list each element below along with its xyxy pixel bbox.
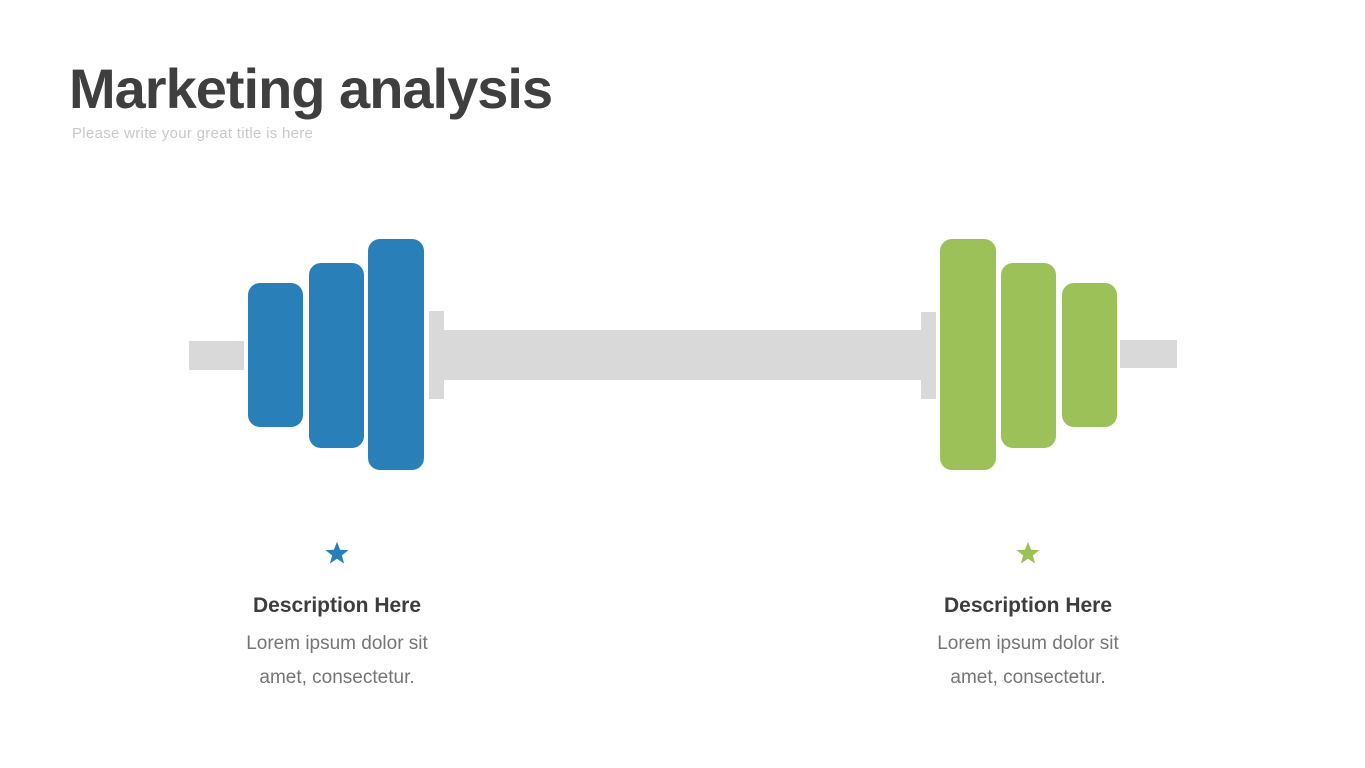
description-title: Description Here	[943, 594, 1113, 617]
description-body: Lorem ipsum dolor sit amet, consectetur.	[908, 627, 1148, 695]
description-body-line-2: amet, consectetur.	[950, 667, 1106, 688]
description-body-line-2: amet, consectetur.	[259, 667, 415, 688]
description-body-line-1: Lorem ipsum dolor sit	[246, 633, 428, 654]
star-icon	[1016, 541, 1040, 565]
barbell-left-weight-small	[248, 283, 303, 427]
description-body-line-1: Lorem ipsum dolor sit	[937, 633, 1119, 654]
barbell-left-weight-medium	[309, 263, 364, 448]
barbell-left-weight-large	[368, 239, 424, 470]
barbell-right-collar	[921, 312, 936, 399]
description-block-right: Description Here Lorem ipsum dolor sit a…	[908, 541, 1148, 695]
barbell-right-end-bar	[1120, 340, 1177, 368]
page-subtitle: Please write your great title is here	[72, 125, 314, 142]
description-block-left: Description Here Lorem ipsum dolor sit a…	[217, 541, 457, 695]
barbell-left-collar	[429, 311, 444, 399]
star-icon	[325, 541, 349, 565]
barbell-center-bar	[444, 330, 925, 380]
barbell-right-weight-small	[1062, 283, 1117, 427]
barbell-right-weight-medium	[1001, 263, 1056, 448]
page-title: Marketing analysis	[69, 57, 553, 120]
barbell-left-end-bar	[189, 341, 244, 370]
barbell-right-weight-large	[940, 239, 996, 470]
description-body: Lorem ipsum dolor sit amet, consectetur.	[217, 627, 457, 695]
description-title: Description Here	[252, 594, 422, 617]
